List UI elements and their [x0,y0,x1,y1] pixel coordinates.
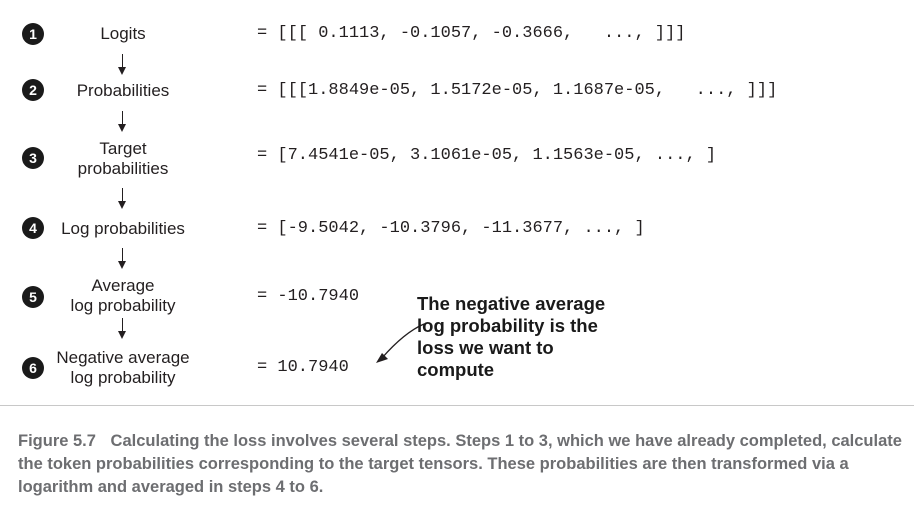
step-2-label: Probabilities [76,81,170,100]
step-1-value: = [[[ 0.1113, -0.1057, -0.3666, ..., ]]] [257,24,686,43]
step-3-label-line-1: Target [99,139,147,158]
arrow-1-to-2 [117,54,126,75]
step-6-value: = 10.7940 [257,358,349,377]
step-5-label-line-2: log probability [70,296,176,315]
step-3-value: = [7.4541e-05, 3.1061e-05, 1.1563e-05, .… [257,146,717,165]
caption-divider [0,405,914,406]
step-5-badge: 5 [22,286,44,308]
step-2-badge: 2 [22,79,44,101]
step-4-badge: 4 [22,217,44,239]
figure-caption: Figure 5.7 Calculating the loss involves… [18,430,908,499]
step-5-label: Average log probability [28,276,218,316]
step-2-value: = [[[1.8849e-05, 1.5172e-05, 1.1687e-05,… [257,81,778,100]
step-3-label: Target probabilities [28,139,218,179]
annotation-line-3: loss we want to [417,337,554,358]
annotation-note: The negative average log probability is … [417,293,632,381]
figure-number: Figure 5.7 [18,432,96,450]
step-1-badge: 1 [22,23,44,45]
step-3-badge: 3 [22,147,44,169]
step-6-label-line-1: Negative average [56,348,190,367]
annotation-line-2: log probability is the [417,315,598,336]
step-5-label-line-1: Average [91,276,155,295]
step-3-label-line-2: probabilities [77,159,169,178]
figure-caption-text: Calculating the loss involves several st… [18,432,902,496]
arrow-2-to-3 [117,111,126,132]
step-6-badge: 6 [22,357,44,379]
annotation-line-4: compute [417,359,495,380]
arrow-3-to-4 [117,188,126,209]
annotation-line-1: The negative average [417,293,606,314]
arrow-5-to-6 [117,318,126,339]
annotation-pointer-icon [376,323,425,363]
arrow-4-to-5 [117,248,126,269]
step-1-label: Logits [100,24,146,43]
step-6-label: Negative average log probability [28,348,218,388]
step-4-label: Log probabilities [61,219,185,238]
step-5-value: = -10.7940 [257,287,360,306]
step-6-label-line-2: log probability [70,368,176,387]
step-4-value: = [-9.5042, -10.3796, -11.3677, ..., ] [257,219,645,238]
